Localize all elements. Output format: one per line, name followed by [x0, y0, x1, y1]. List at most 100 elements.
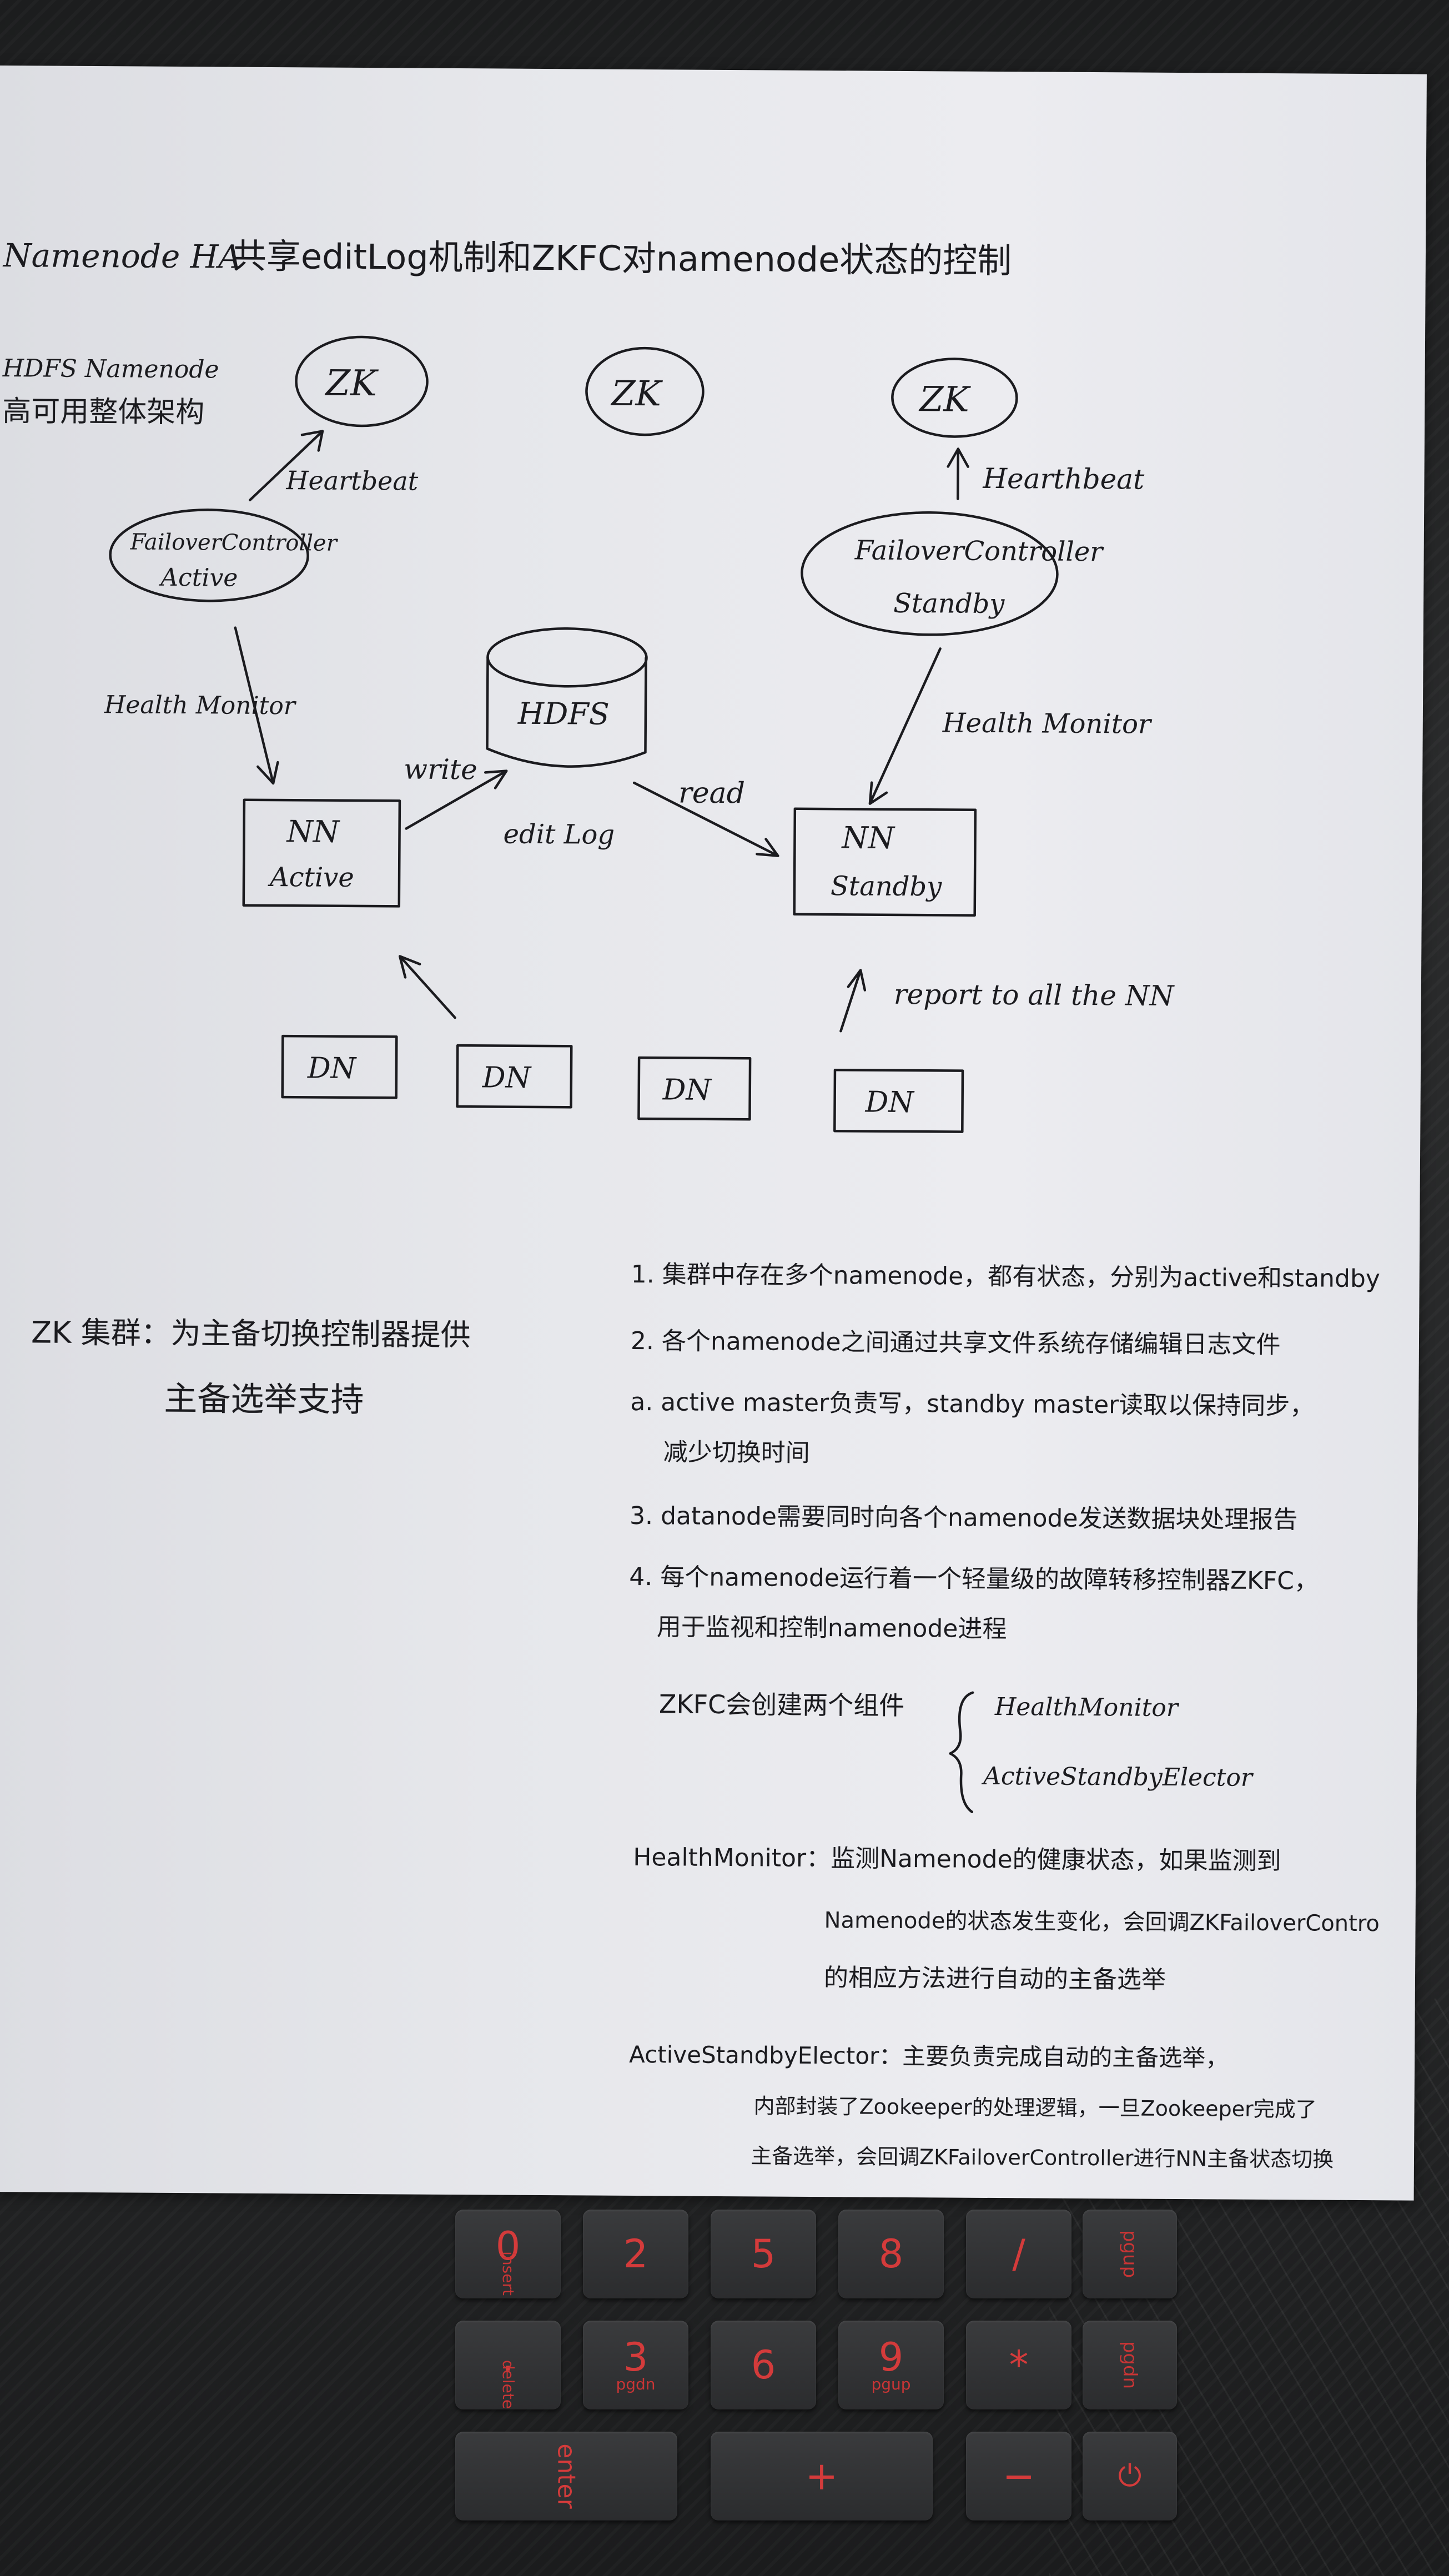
- numpad-key-0[interactable]: 0 insert: [455, 2210, 561, 2298]
- numpad-key-9[interactable]: 9 pgup: [838, 2321, 944, 2409]
- zk-cluster-line2: 主备选举支持: [164, 1380, 364, 1420]
- zkfc-components-label: ZKFC会创建两个组件: [659, 1689, 905, 1720]
- note-title: Namenode HA: [2, 237, 242, 276]
- numpad-key-dot-main: .: [501, 2334, 515, 2380]
- numpad-key-3-sub: pgdn: [616, 2375, 656, 2393]
- numpad-key-0-sub: insert: [499, 2251, 517, 2296]
- fc-standby-node: [801, 511, 1059, 636]
- health-monitor-desc-1: HealthMonitor：监测Namenode的健康状态，如果监测到: [633, 1843, 1281, 1875]
- health-monitor-arrow-left: [234, 626, 279, 785]
- read-arrow: [632, 781, 779, 857]
- fc-standby-line1: FailoverController: [854, 535, 1105, 567]
- dn-box-4: [833, 1068, 964, 1133]
- heartbeat-label-left: Heartbeat: [285, 465, 419, 496]
- elector-desc-3: 主备选举，会回调ZKFailoverController进行NN主备状态切换: [751, 2144, 1334, 2171]
- numpad-key-6-main: 6: [751, 2342, 776, 2388]
- dn-label-4: DN: [864, 1086, 914, 1120]
- power-icon: ⏻: [1118, 2458, 1142, 2493]
- zkfc-brace: [949, 1691, 974, 1814]
- dn-label-3: DN: [662, 1073, 712, 1107]
- numpad-key-plus[interactable]: +: [711, 2432, 933, 2520]
- numpad-key-5-main: 5: [751, 2231, 776, 2277]
- nn-standby-line2: Standby: [831, 871, 942, 902]
- point-4-line2: 用于监视和控制namenode进程: [657, 1613, 1007, 1643]
- numpad-key-pgup-sub: pgup: [1118, 2230, 1141, 2278]
- numpad-key-2[interactable]: 2: [583, 2210, 688, 2298]
- point-2a-line1: a. active master负责写，standby master读取以保持同…: [630, 1388, 1314, 1421]
- numpad-key-minus-main: −: [1002, 2453, 1035, 2499]
- write-label: write: [404, 753, 477, 786]
- numpad-key-8[interactable]: 8: [838, 2210, 944, 2298]
- point-3: 3. datanode需要同时向各个namenode发送数据块处理报告: [630, 1502, 1298, 1534]
- health-monitor-arrow-right: [868, 647, 942, 805]
- numpad-key-3-main: 3: [623, 2334, 648, 2380]
- numpad-key-0-main: 0: [495, 2223, 521, 2269]
- point-2a-line2: 减少切换时间: [663, 1438, 810, 1467]
- numpad-key-pgup[interactable]: pgup: [1083, 2210, 1177, 2298]
- zkfc-component-2: ActiveStandbyElector: [981, 1762, 1254, 1792]
- note-title-cn: 共享editLog机制和ZKFC对namenode状态的控制: [232, 236, 1012, 281]
- edit-log-label: edit Log: [503, 819, 615, 851]
- health-monitor-label-right: Health Monitor: [942, 707, 1153, 739]
- nn-standby-box: [793, 807, 977, 917]
- hdfs-label: HDFS: [517, 696, 610, 732]
- zk-node-middle: [585, 346, 705, 436]
- numpad: 0 insert 2 5 8 / pgup . delete 3 pgdn 6 …: [455, 2198, 1188, 2576]
- zk-node-left: [295, 335, 429, 427]
- heartbeat-label-right: Hearthbeat: [982, 462, 1145, 496]
- numpad-key-5[interactable]: 5: [711, 2210, 816, 2298]
- write-arrow: [405, 769, 508, 830]
- nn-active-box: [242, 798, 401, 908]
- numpad-key-pgdn[interactable]: pgdn: [1083, 2321, 1177, 2409]
- nn-active-line2: Active: [268, 862, 354, 893]
- numpad-key-power[interactable]: ⏻: [1083, 2432, 1177, 2520]
- heartbeat-arrow-left: [248, 430, 324, 502]
- dn-label-1: DN: [307, 1051, 357, 1085]
- fc-standby-line2: Standby: [893, 588, 1005, 620]
- numpad-key-minus[interactable]: −: [966, 2432, 1071, 2520]
- hdfs-cylinder-body: [486, 656, 647, 768]
- zk-label-right: ZK: [918, 379, 972, 420]
- zk-cluster-line1: ZK 集群：为主备切换控制器提供: [31, 1315, 471, 1352]
- numpad-key-9-sub: pgup: [871, 2375, 911, 2393]
- side-label-line1: HDFS Namenode: [2, 354, 219, 384]
- fc-active-line1: FailoverController: [130, 529, 339, 556]
- report-label: report to all the NN: [894, 978, 1175, 1012]
- zk-node-right: [891, 358, 1018, 438]
- numpad-key-enter[interactable]: enter: [455, 2432, 677, 2520]
- side-label-line2: 高可用整体架构: [2, 395, 204, 429]
- numpad-key-divide[interactable]: /: [966, 2210, 1071, 2298]
- heartbeat-arrow-right: [947, 447, 969, 500]
- numpad-key-multiply[interactable]: *: [966, 2321, 1071, 2409]
- numpad-key-pgdn-sub: pgdn: [1118, 2341, 1141, 2389]
- dn-label-2: DN: [482, 1061, 532, 1095]
- point-2: 2. 各个namenode之间通过共享文件系统存储编辑日志文件: [631, 1327, 1281, 1359]
- numpad-key-9-main: 9: [878, 2334, 904, 2380]
- hdfs-cylinder-top: [486, 627, 648, 688]
- dn-report-arrow-active: [398, 955, 456, 1019]
- numpad-key-6[interactable]: 6: [711, 2321, 816, 2409]
- handwritten-notes: Namenode HA 共享editLog机制和ZKFC对namenode状态的…: [2, 236, 1381, 2172]
- nn-active-line1: NN: [285, 814, 340, 849]
- health-monitor-desc-2: Namenode的状态发生变化，会回调ZKFailoverContro: [824, 1908, 1379, 1936]
- zk-label-middle: ZK: [610, 373, 663, 414]
- zkfc-component-1: HealthMonitor: [994, 1693, 1180, 1722]
- numpad-key-3[interactable]: 3 pgdn: [583, 2321, 688, 2409]
- health-monitor-label-left: Health Monitor: [104, 691, 297, 720]
- zk-label-left: ZK: [324, 363, 379, 405]
- numpad-key-8-main: 8: [878, 2231, 904, 2277]
- numpad-key-2-main: 2: [623, 2231, 648, 2277]
- dn-box-3: [637, 1056, 752, 1121]
- fc-active-line2: Active: [158, 564, 238, 592]
- numpad-key-multiply-main: *: [1009, 2342, 1029, 2388]
- numpad-key-enter-main: enter: [552, 2443, 581, 2509]
- point-4-line1: 4. 每个namenode运行着一个轻量级的故障转移控制器ZKFC，: [629, 1563, 1319, 1596]
- dn-box-1: [281, 1034, 398, 1099]
- numpad-key-dot[interactable]: . delete: [455, 2321, 561, 2409]
- read-label: read: [678, 776, 745, 810]
- dn-report-arrow-standby: [839, 969, 867, 1033]
- nn-standby-line1: NN: [841, 820, 895, 856]
- point-1: 1. 集群中存在多个namenode，都有状态，分别为active和standb…: [631, 1260, 1381, 1293]
- dn-box-2: [456, 1044, 573, 1109]
- fc-active-node: [109, 509, 309, 602]
